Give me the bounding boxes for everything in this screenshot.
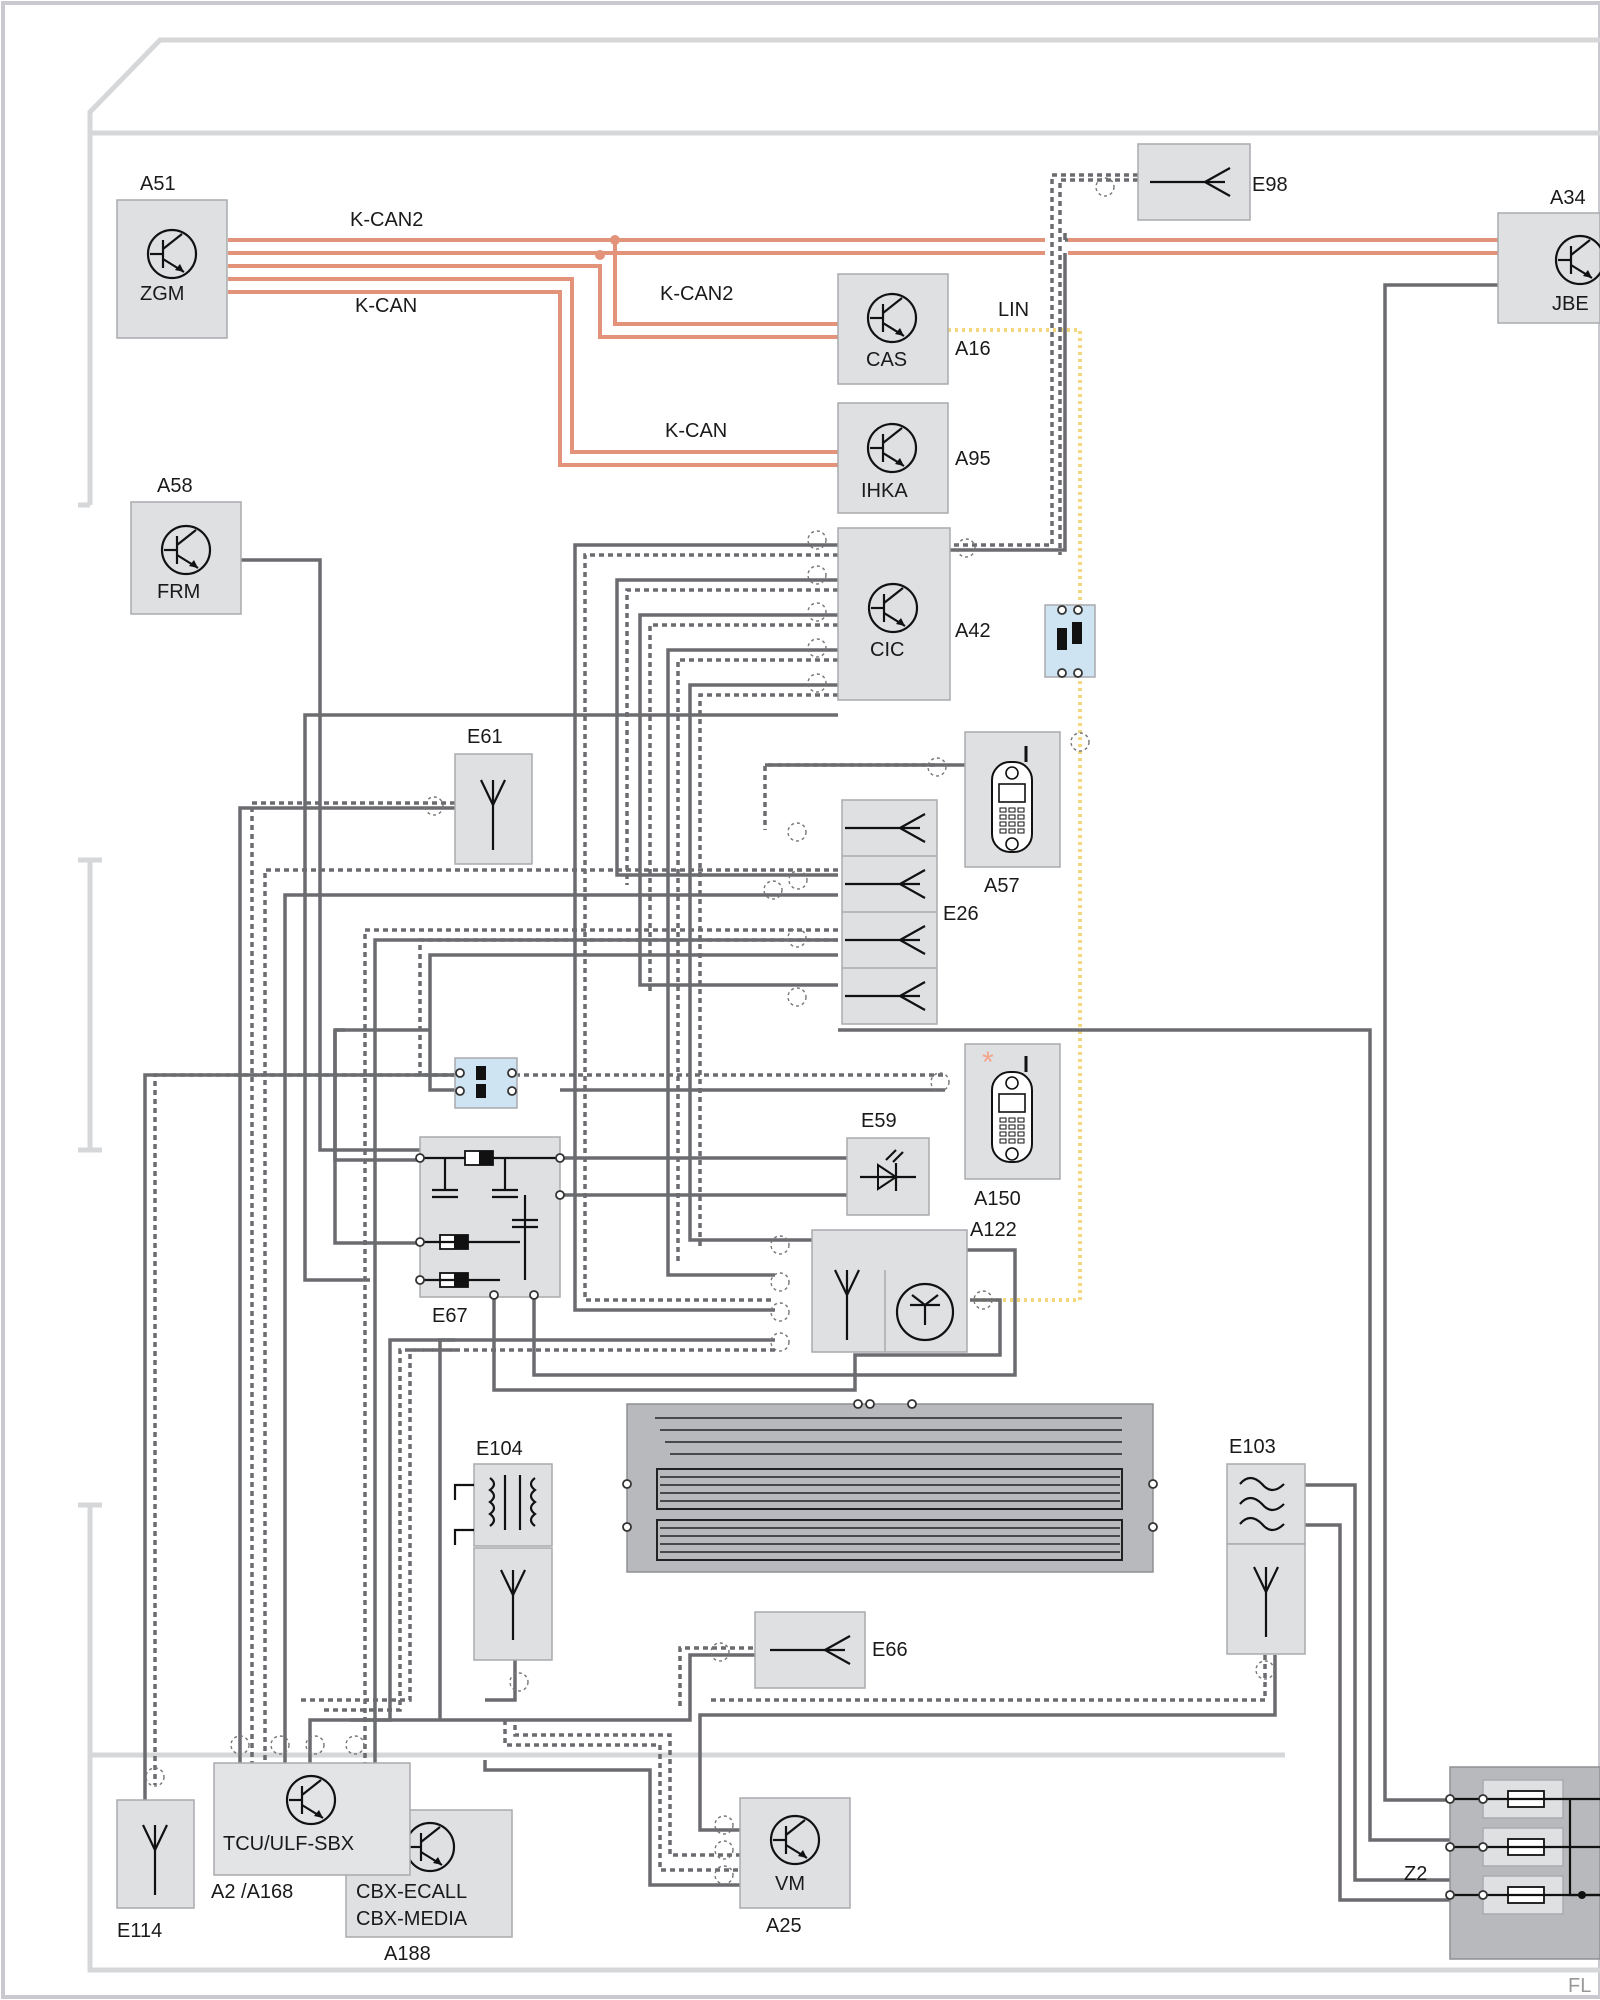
connector-e98-id: E98 — [1252, 174, 1288, 196]
module-jbe-name: JBE — [1552, 293, 1589, 315]
module-a188-id: A188 — [384, 1943, 431, 1965]
connector-block-e26-id: E26 — [943, 903, 979, 925]
phone-a150-id: A150 — [974, 1188, 1021, 1210]
bus-label-kcan2: K-CAN2 — [350, 209, 423, 231]
module-tcu[interactable]: TCU/ULF-SBX — [213, 1762, 411, 1876]
antenna-e114[interactable] — [116, 1799, 195, 1909]
inline-connector — [454, 1057, 518, 1109]
module-a188-line1: CBX-ECALL — [356, 1881, 467, 1903]
connector-block-e26[interactable] — [841, 799, 938, 1025]
module-vm[interactable]: VM — [739, 1797, 851, 1909]
module-cic-id: A42 — [955, 620, 991, 642]
shield-markers — [145, 177, 1275, 1885]
connector-e98[interactable] — [1137, 143, 1251, 221]
module-cic[interactable]: CIC — [837, 527, 951, 701]
bus-label-kcan-ihka: K-CAN — [665, 420, 727, 442]
module-jbe-id: A34 — [1550, 187, 1586, 209]
connector-e66[interactable] — [754, 1611, 866, 1689]
module-frm-id: A58 — [157, 475, 193, 497]
led-e59-id: E59 — [861, 1110, 897, 1132]
module-zgm-name: ZGM — [140, 283, 184, 305]
star-icon: * — [982, 1046, 994, 1079]
housing-frame — [78, 37, 1600, 1973]
can-bus-lines — [228, 235, 1500, 467]
lin-bus-line — [948, 328, 1082, 1302]
module-cas-name: CAS — [866, 349, 907, 371]
corner-label: FL — [1568, 1975, 1591, 1997]
led-e59[interactable] — [846, 1137, 930, 1216]
module-cas[interactable]: CAS — [837, 273, 949, 385]
filter-e103-id: E103 — [1229, 1436, 1276, 1458]
module-a122-id: A122 — [970, 1219, 1017, 1241]
circuit-e67-id: E67 — [432, 1305, 468, 1327]
module-a188-line2: CBX-MEDIA — [356, 1908, 468, 1930]
filter-element — [1044, 604, 1096, 678]
module-jbe[interactable]: JBE — [1497, 212, 1600, 324]
transformer-e104[interactable] — [453, 1463, 553, 1661]
module-frm[interactable]: FRM — [130, 501, 242, 615]
module-tcu-id: A2 /A168 — [211, 1881, 293, 1903]
module-vm-name: VM — [775, 1873, 805, 1895]
module-frm-name: FRM — [157, 581, 200, 603]
antenna-e61[interactable] — [454, 753, 533, 865]
antenna-e61-id: E61 — [467, 726, 503, 748]
connector-e66-id: E66 — [872, 1639, 908, 1661]
module-tcu-name: TCU/ULF-SBX — [223, 1833, 354, 1855]
bus-label-kcan2-cas: K-CAN2 — [660, 283, 733, 305]
antenna-e114-id: E114 — [117, 1920, 162, 1942]
module-a122[interactable] — [811, 1229, 968, 1353]
signal-wires — [143, 173, 1500, 1902]
module-vm-id: A25 — [766, 1915, 802, 1937]
filter-e103[interactable] — [1226, 1463, 1306, 1655]
module-ihka[interactable]: IHKA — [837, 402, 949, 514]
module-cic-name: CIC — [870, 639, 904, 661]
module-ihka-name: IHKA — [861, 480, 908, 502]
module-zgm-id: A51 — [140, 173, 176, 195]
fuse-box-z2[interactable] — [1445, 1766, 1600, 1960]
phone-a150[interactable]: * — [964, 1043, 1061, 1180]
module-zgm[interactable]: ZGM — [116, 199, 228, 339]
circuit-e67[interactable] — [415, 1136, 565, 1300]
phone-a57-id: A57 — [984, 875, 1020, 897]
transformer-e104-id: E104 — [476, 1438, 523, 1460]
bus-label-kcan: K-CAN — [355, 295, 417, 317]
phone-a57[interactable] — [964, 731, 1061, 868]
fuse-box-z2-id: Z2 — [1404, 1863, 1427, 1885]
module-cas-id: A16 — [955, 338, 991, 360]
bus-label-lin: LIN — [998, 299, 1029, 321]
cable-bundle — [622, 1399, 1158, 1573]
module-ihka-id: A95 — [955, 448, 991, 470]
